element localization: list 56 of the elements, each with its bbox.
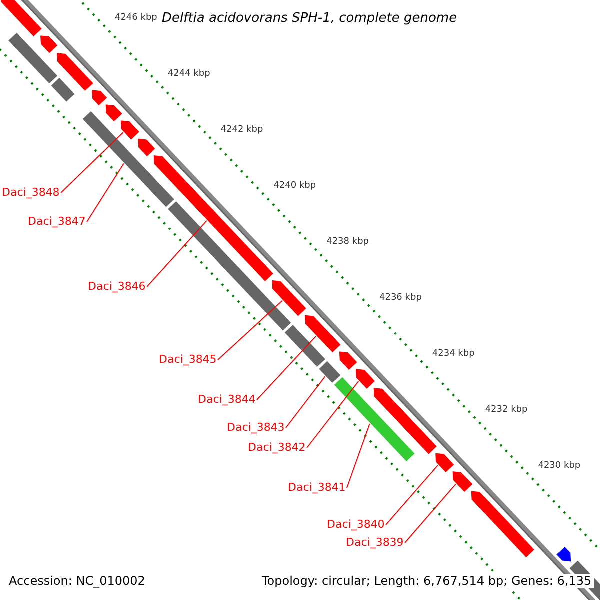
gene-label: Daci_3848	[2, 187, 60, 198]
gene-bar	[8, 32, 59, 85]
gene-segment	[338, 350, 358, 372]
gene-label: Daci_3845	[159, 354, 217, 365]
gene-segment	[355, 368, 376, 390]
scale-label: 4234 kbp	[432, 350, 475, 359]
genome-info-text: Topology: circular; Length: 6,767,514 bp; Genes: 6,135	[260, 574, 594, 588]
scale-label: 4230 kbp	[538, 462, 581, 471]
gene-segment	[104, 104, 124, 123]
leader-line	[60, 132, 124, 194]
gene-label: Daci_3842	[248, 442, 306, 453]
gene-segment	[0, 0, 43, 38]
accession-text: Accession: NC_010002	[7, 574, 148, 588]
title: Delftia acidovorans SPH-1, complete genome	[162, 12, 458, 25]
gene-label: Daci_3844	[198, 394, 256, 405]
gene-bar	[284, 324, 327, 368]
scale-label: 4232 kbp	[485, 406, 528, 415]
gene-bar	[333, 376, 416, 463]
leader-line	[386, 464, 439, 526]
gene-bar	[166, 200, 292, 332]
gene-segment	[434, 452, 456, 474]
gene-segment	[120, 120, 141, 141]
gene-label: Daci_3841	[288, 482, 346, 493]
gene-segment	[470, 490, 536, 559]
gene-label: Daci_3843	[227, 422, 285, 433]
gene-label: Daci_3839	[346, 537, 404, 548]
leader-line	[404, 484, 456, 544]
leader-line	[306, 380, 360, 448]
gene-segment	[40, 34, 59, 54]
gene-segment	[153, 154, 275, 283]
gene-segment	[304, 314, 342, 354]
scale-label: 4242 kbp	[220, 126, 264, 135]
gene-bar	[50, 76, 76, 103]
gene-segment	[452, 470, 474, 494]
gene-segment	[56, 52, 94, 92]
gene-segment	[91, 89, 108, 107]
gene-bar	[318, 360, 342, 384]
gene-segment	[556, 546, 572, 563]
scale-label: 4244 kbp	[168, 70, 210, 80]
scale-label: 4236 kbp	[380, 294, 422, 303]
gene-segment	[137, 138, 156, 158]
scale-label: 4240 kbp	[274, 182, 316, 191]
gene-segment	[271, 280, 308, 318]
gene-label: Daci_3847	[28, 216, 86, 227]
gene-label: Daci_3846	[88, 281, 146, 292]
leader-line	[346, 423, 370, 488]
scale-label: 4246 kbp	[114, 14, 158, 24]
leader-line	[86, 163, 124, 222]
gene-segment	[372, 387, 438, 456]
scale-label: 4238 kbp	[326, 238, 369, 247]
leader-line	[218, 300, 283, 360]
leader-line	[146, 220, 208, 288]
leader-line	[256, 336, 317, 400]
gene-bar	[82, 110, 176, 208]
leader-line	[286, 376, 326, 428]
gene-label: Daci_3840	[327, 519, 385, 530]
